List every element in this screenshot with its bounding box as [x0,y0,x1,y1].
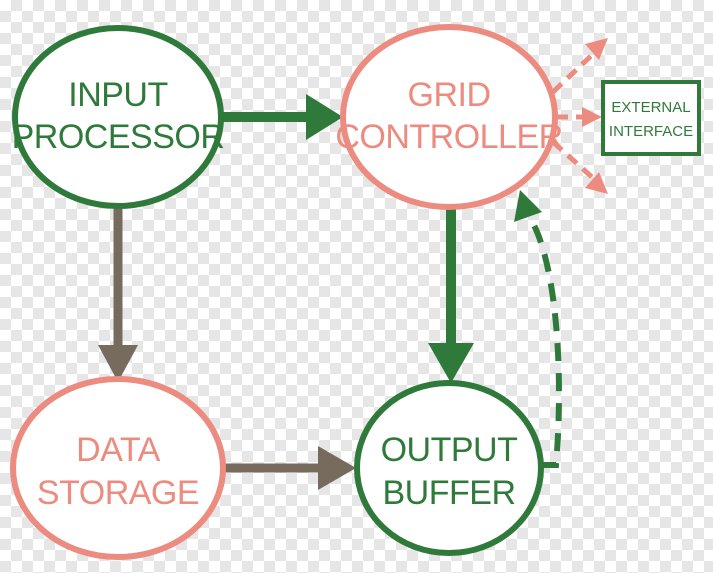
node-label: GRID [408,76,491,114]
node-label: INPUT [68,76,168,114]
external-interface-label: INTERFACE [609,123,693,140]
node-label: STORAGE [37,474,199,512]
arrow-input-to-grid [222,94,343,140]
arrows-grid-to-external-dashed [551,38,608,194]
node-label: PROCESSOR [12,118,225,156]
node-label: OUTPUT [381,431,518,469]
node-label: CONTROLLER [335,118,562,156]
external-interface-label: EXTERNAL [611,99,690,116]
arrow-grid-to-output [428,207,474,383]
node-output-buffer: OUTPUT BUFFER [354,380,544,556]
node-data-storage: DATA STORAGE [10,376,226,560]
arrow-input-to-storage [98,206,138,382]
arrow-storage-to-output [224,446,356,490]
node-grid-controller: GRID CONTROLLER [335,24,563,210]
external-interface-box: EXTERNAL INTERFACE [601,80,701,156]
node-label: BUFFER [383,474,516,512]
node-label: DATA [76,431,160,469]
node-input-processor: INPUT PROCESSOR [12,25,225,209]
arrow-output-to-grid-dashed [514,190,562,468]
